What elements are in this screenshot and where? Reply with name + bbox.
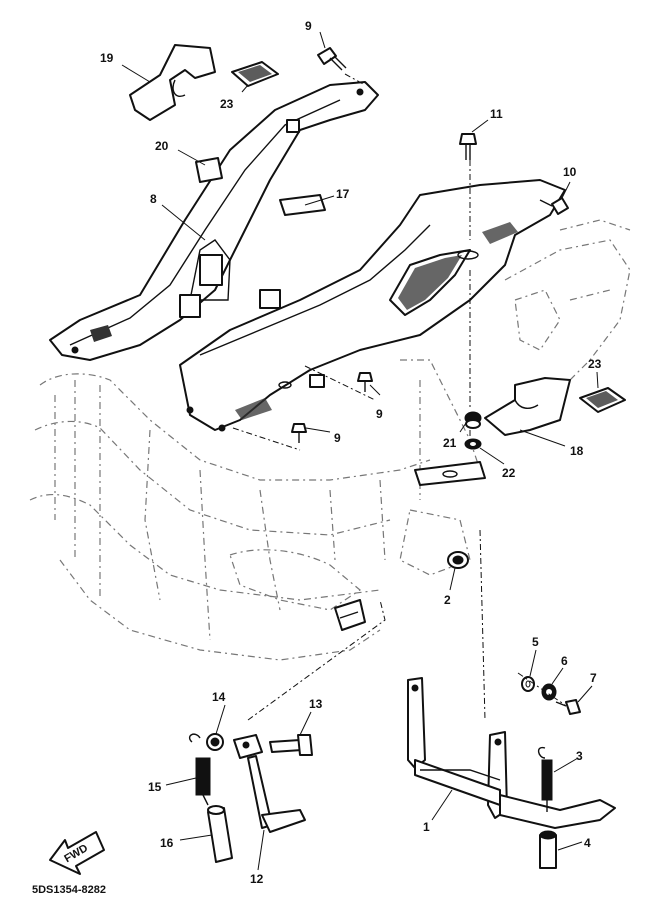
callout-9: 9	[305, 19, 312, 33]
callout-15: 15	[148, 780, 162, 794]
washer-6	[541, 683, 557, 701]
nut-14	[206, 733, 224, 751]
spring-3	[537, 746, 553, 812]
callout-22: 22	[502, 466, 516, 480]
bolt-7	[555, 699, 581, 715]
callout-11: 11	[490, 107, 503, 121]
collar-2	[447, 551, 469, 569]
callout-9: 9	[334, 431, 341, 445]
collar-16	[207, 805, 233, 863]
callout-3: 3	[576, 749, 583, 763]
callout-18: 18	[570, 444, 584, 458]
callout-21: 21	[443, 436, 457, 450]
side-stand-12	[233, 734, 306, 833]
cover-plate-19	[129, 44, 216, 121]
bolt-13	[269, 734, 313, 756]
label-plate-17	[279, 194, 326, 216]
callout-10: 10	[563, 165, 577, 179]
callout-23: 23	[220, 97, 234, 111]
callout-17: 17	[336, 187, 350, 201]
screw-9-low	[291, 423, 307, 443]
screw-9-mid	[357, 372, 373, 392]
callout-13: 13	[309, 697, 323, 711]
callout-8: 8	[150, 192, 157, 206]
callout-7: 7	[590, 671, 597, 685]
bolt-11	[459, 133, 477, 160]
callout-2: 2	[444, 593, 451, 607]
collar-4	[539, 830, 557, 869]
callout-6: 6	[561, 654, 568, 668]
screw-9-top	[317, 47, 347, 71]
grommet-21	[464, 411, 482, 429]
bolt-10	[539, 197, 569, 215]
callout-19: 19	[100, 51, 114, 65]
side-stand-clip	[334, 599, 366, 631]
callout-16: 16	[160, 836, 174, 850]
stand-bracket	[414, 461, 486, 486]
spring-15	[188, 733, 211, 806]
washer-22	[464, 438, 482, 450]
callout-20: 20	[155, 139, 169, 153]
leader-lines	[121, 31, 599, 871]
callout-9: 9	[376, 407, 383, 421]
callout-12: 12	[250, 872, 264, 886]
callout-14: 14	[212, 690, 226, 704]
inner-leg-shield	[49, 81, 379, 361]
callout-23: 23	[588, 357, 602, 371]
grip-pad-23-top	[231, 61, 279, 87]
fwd-arrow-icon: FWD	[49, 831, 105, 875]
grip-pad-23-right	[579, 387, 626, 413]
diagram-code: 5DS1354-8282	[32, 884, 106, 896]
frame-outline	[29, 219, 631, 661]
callout-4: 4	[584, 836, 591, 850]
cover-plate-18	[484, 377, 571, 436]
footboard-panel	[179, 179, 566, 432]
callout-1: 1	[423, 820, 430, 834]
washer-5	[521, 676, 535, 692]
callout-labels: 19 23 9 20 8 17 11 10 23 9 9 21 22 18 2 …	[100, 19, 602, 886]
callout-5: 5	[532, 635, 539, 649]
main-stand-1	[407, 677, 616, 829]
